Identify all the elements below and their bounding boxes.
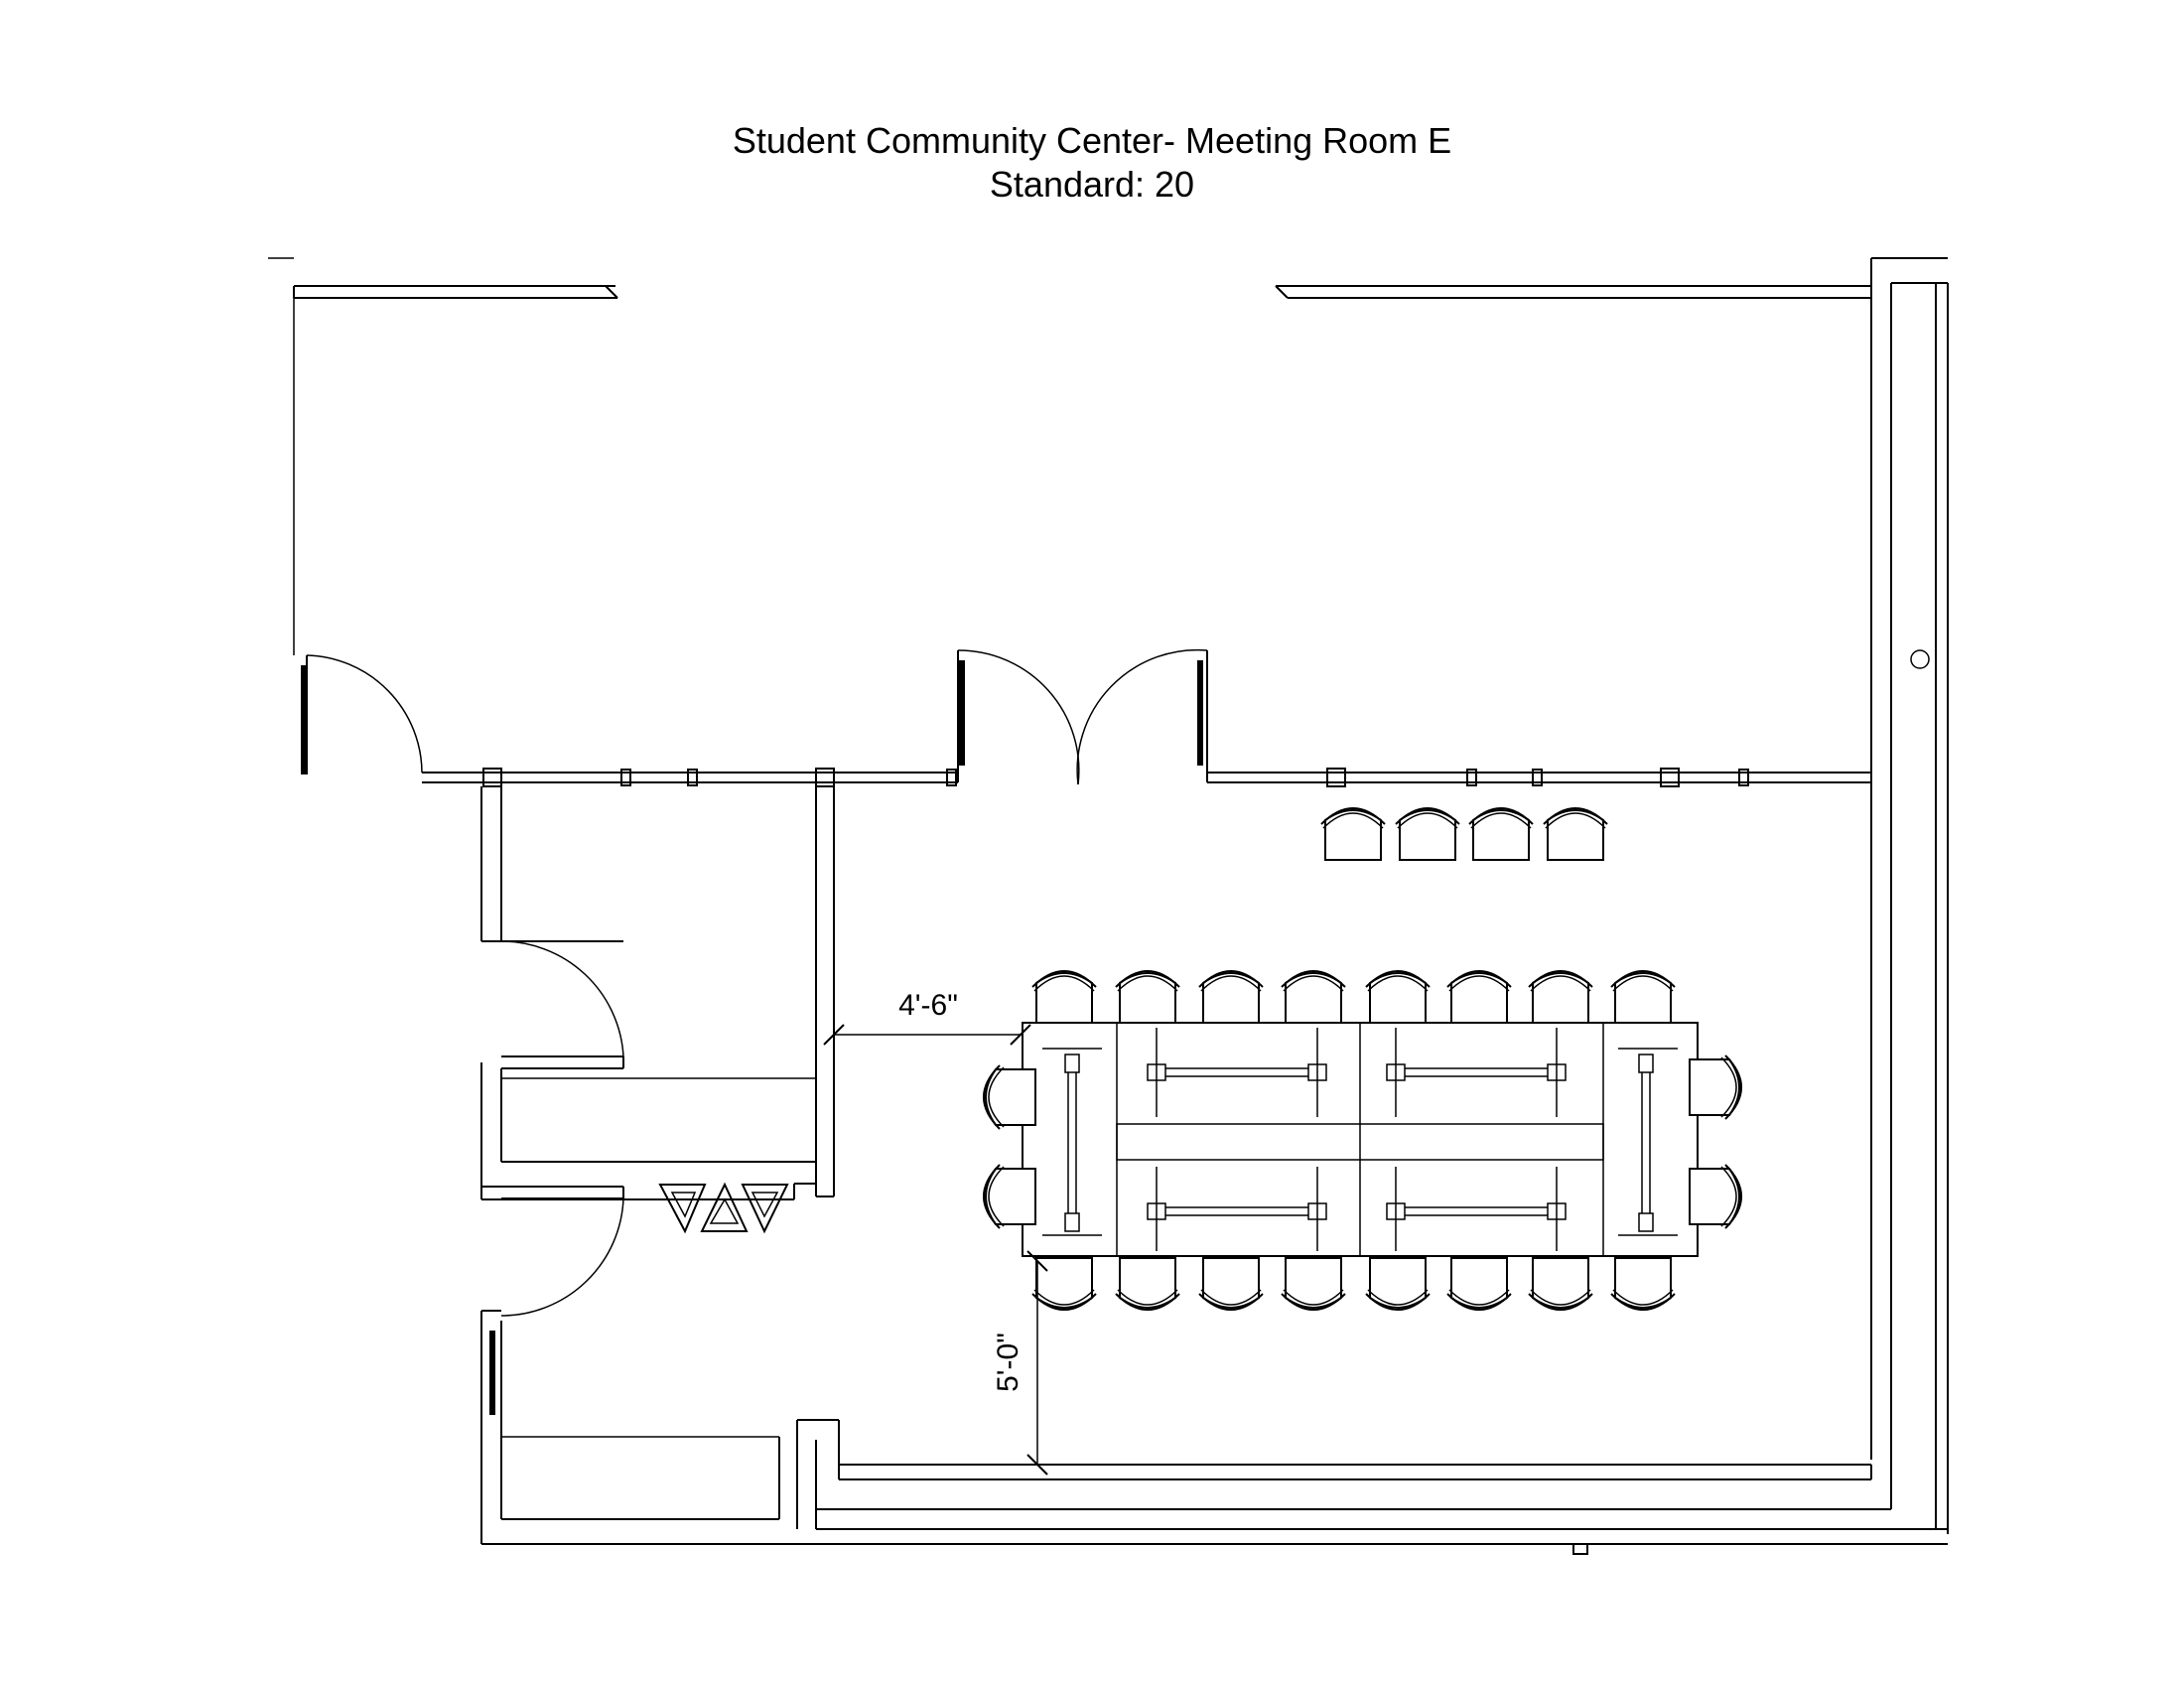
conference-table bbox=[1022, 1022, 1699, 1257]
dimension-bottom: 5'-0" bbox=[992, 1250, 1052, 1476]
triangle-fixtures bbox=[658, 1182, 789, 1234]
column-circle bbox=[1910, 649, 1930, 669]
table-chairs-top bbox=[1031, 970, 1676, 1024]
table-chairs-bottom bbox=[1031, 1257, 1676, 1311]
dimension-top: 4'-6" bbox=[823, 989, 1031, 1046]
drawing-subtitle: Standard: 20 bbox=[989, 164, 1195, 205]
spare-chairs bbox=[1320, 807, 1608, 861]
table-chairs-left bbox=[983, 1064, 1036, 1229]
dimension-top-label: 4'-6" bbox=[898, 989, 958, 1022]
doors bbox=[301, 648, 1208, 1415]
drawing-title: Student Community Center- Meeting Room E bbox=[732, 120, 1452, 161]
dimension-bottom-label: 5'-0" bbox=[992, 1333, 1024, 1392]
walls bbox=[268, 257, 1949, 1555]
